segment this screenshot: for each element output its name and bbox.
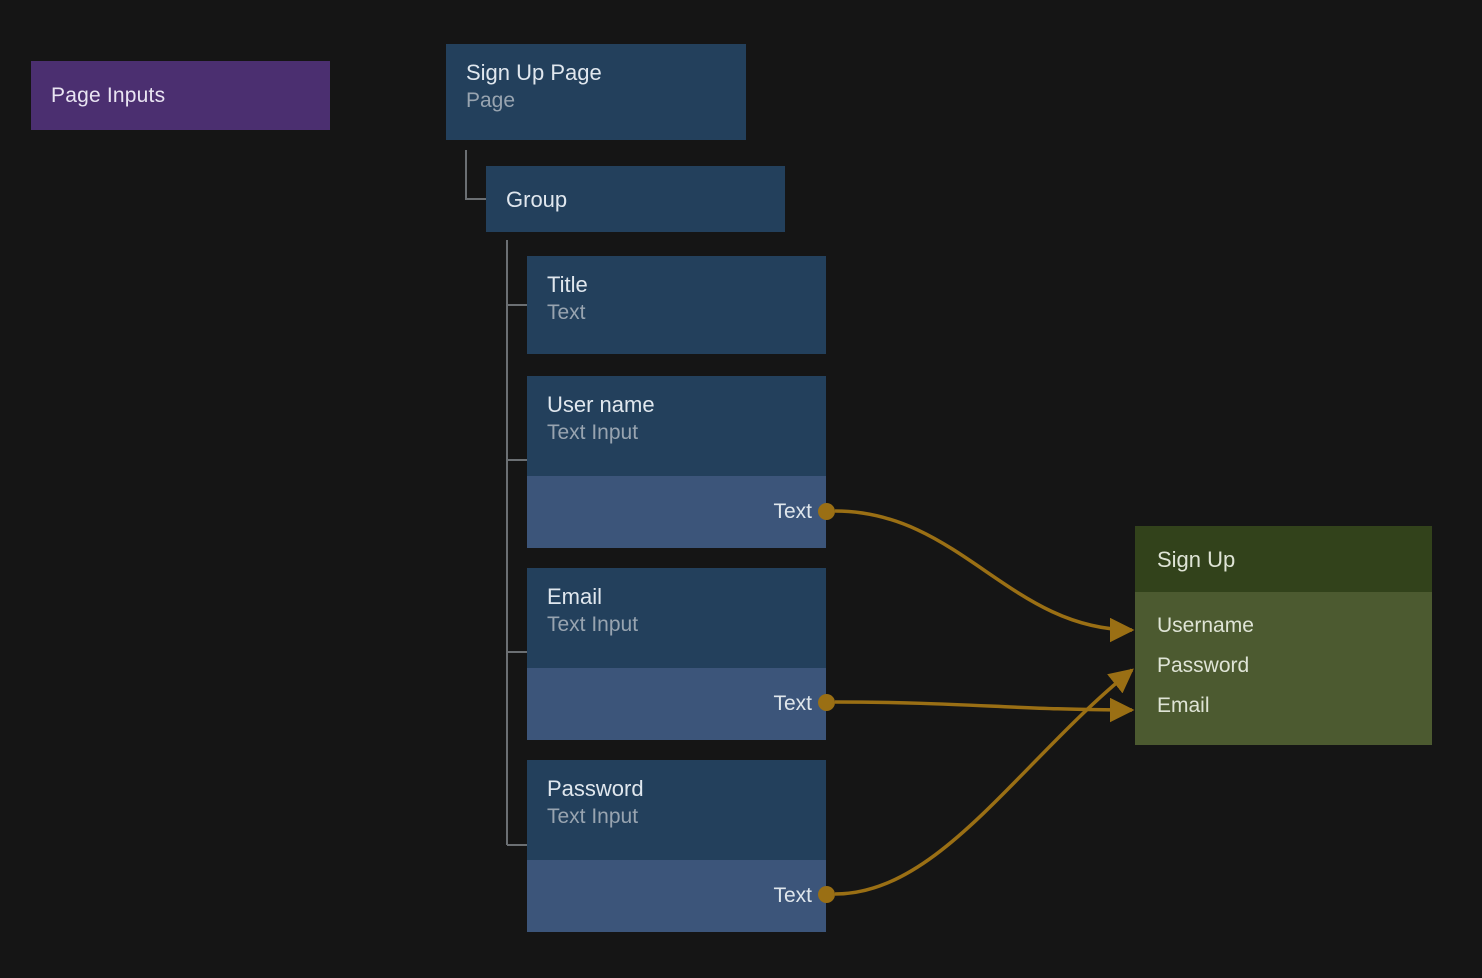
node-user-name-title: User name (547, 392, 655, 417)
node-user-name-subtitle: Text Input (547, 421, 639, 444)
node-email-title: Email (547, 584, 603, 609)
node-email-subtitle: Text Input (547, 613, 639, 636)
node-email-port-row[interactable]: Text (527, 668, 826, 740)
node-user-name-port-row[interactable]: Text (527, 476, 826, 548)
node-title-text[interactable]: Title Text (527, 256, 826, 354)
node-password-subtitle: Text Input (547, 805, 639, 828)
node-group[interactable]: Group (486, 166, 785, 232)
port-dot-password-text[interactable] (818, 886, 835, 903)
node-email-port-label: Text (773, 692, 812, 715)
node-sign-up-output-title: Sign Up (1157, 546, 1236, 572)
tree-link-page-group (465, 150, 486, 200)
node-password-port-row[interactable]: Text (527, 860, 826, 932)
node-user-name[interactable]: User name Text Input Text (527, 376, 826, 548)
node-title-text-title: Title (547, 272, 588, 297)
port-dot-email-text[interactable] (818, 694, 835, 711)
node-email-header: Email Text Input (527, 568, 826, 668)
node-password[interactable]: Password Text Input Text (527, 760, 826, 932)
node-group-title: Group (506, 186, 568, 212)
port-dot-user-name-text[interactable] (818, 503, 835, 520)
field-username[interactable]: Username (1157, 614, 1254, 637)
node-user-name-header: User name Text Input (527, 376, 826, 476)
node-title-text-subtitle: Text (547, 301, 586, 324)
note-label: Page Inputs (51, 83, 166, 107)
node-user-name-port-label: Text (773, 500, 812, 523)
edge-email (834, 697, 1135, 723)
edge-password (834, 668, 1134, 896)
field-password[interactable]: Password (1157, 654, 1250, 677)
node-password-title: Password (547, 776, 644, 801)
node-password-header: Password Text Input (527, 760, 826, 860)
node-sign-up-output[interactable]: Sign Up Username Password Email (1135, 526, 1432, 745)
node-sign-up-page-title: Sign Up Page (466, 60, 602, 85)
note-page-inputs[interactable]: Page Inputs (31, 61, 330, 130)
node-email[interactable]: Email Text Input Text (527, 568, 826, 740)
node-sign-up-output-header: Sign Up (1135, 526, 1432, 592)
edge-username (834, 509, 1135, 643)
node-sign-up-page[interactable]: Sign Up Page Page (446, 44, 746, 140)
node-sign-up-page-subtitle: Page (466, 89, 516, 112)
node-password-port-label: Text (773, 884, 812, 907)
field-email[interactable]: Email (1157, 694, 1210, 717)
node-sign-up-output-body: Username Password Email (1135, 592, 1432, 745)
